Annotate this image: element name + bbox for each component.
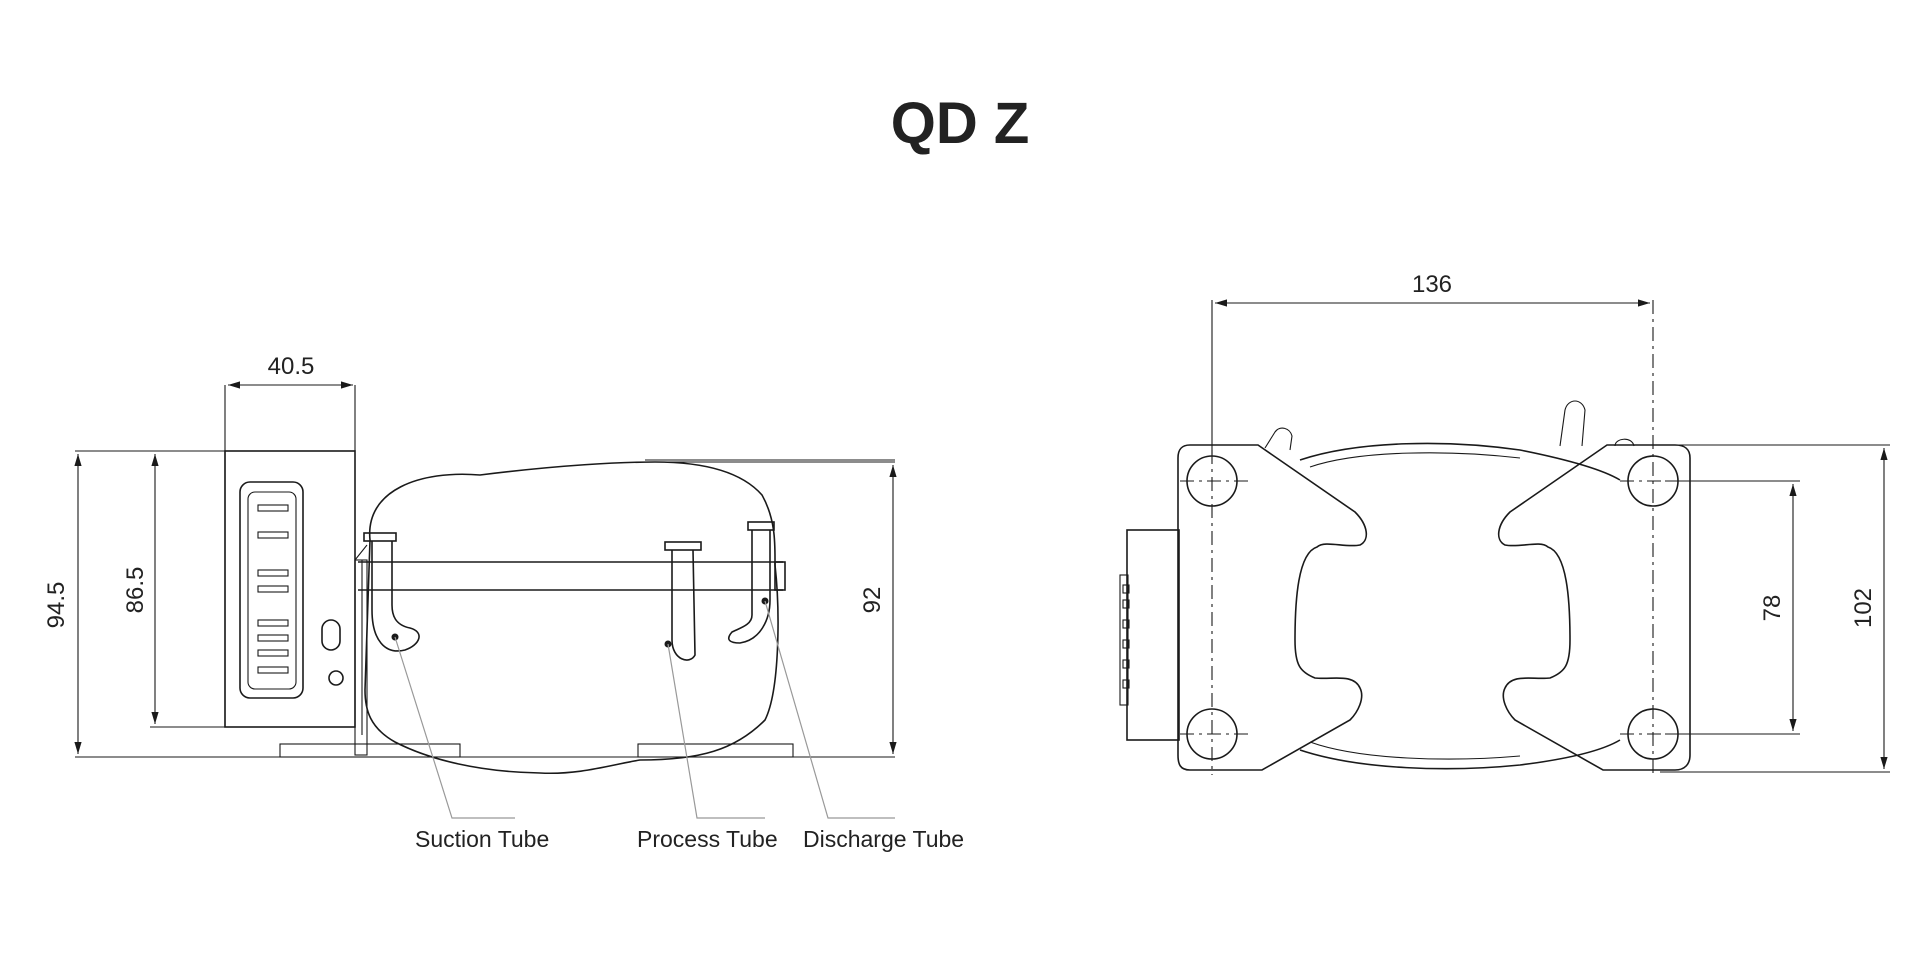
shell-outline-top xyxy=(1299,442,1621,770)
dim-width-box: 40.5 xyxy=(268,353,315,380)
dim-hole-spacing-y: 78 xyxy=(1759,595,1786,622)
top-view: 136 78 102 xyxy=(1119,271,1890,775)
dim-base-height: 102 xyxy=(1850,588,1877,628)
process-tube xyxy=(664,541,702,661)
side-view: 40.5 94.5 86.5 92 xyxy=(43,353,897,819)
dim-body-height: 92 xyxy=(859,587,886,614)
compressor-shell xyxy=(364,461,779,775)
callout-discharge-tube: Discharge Tube xyxy=(803,826,965,852)
callout-process-tube: Process Tube xyxy=(637,826,778,852)
terminal-box xyxy=(224,385,356,728)
callout-suction-tube: Suction Tube xyxy=(415,826,550,852)
mounting-holes xyxy=(1180,300,1690,775)
dim-total-height: 94.5 xyxy=(43,582,70,629)
callout-leaders xyxy=(394,600,895,819)
page-title: QD Z xyxy=(890,91,1030,156)
dim-box-height: 86.5 xyxy=(122,567,149,614)
dim-lines-side xyxy=(74,381,897,754)
suction-tube xyxy=(363,532,420,652)
dim-lines-top xyxy=(1215,299,1888,769)
base-plate xyxy=(1177,444,1368,771)
discharge-tube xyxy=(728,521,775,644)
dim-hole-spacing-x: 136 xyxy=(1412,271,1452,298)
